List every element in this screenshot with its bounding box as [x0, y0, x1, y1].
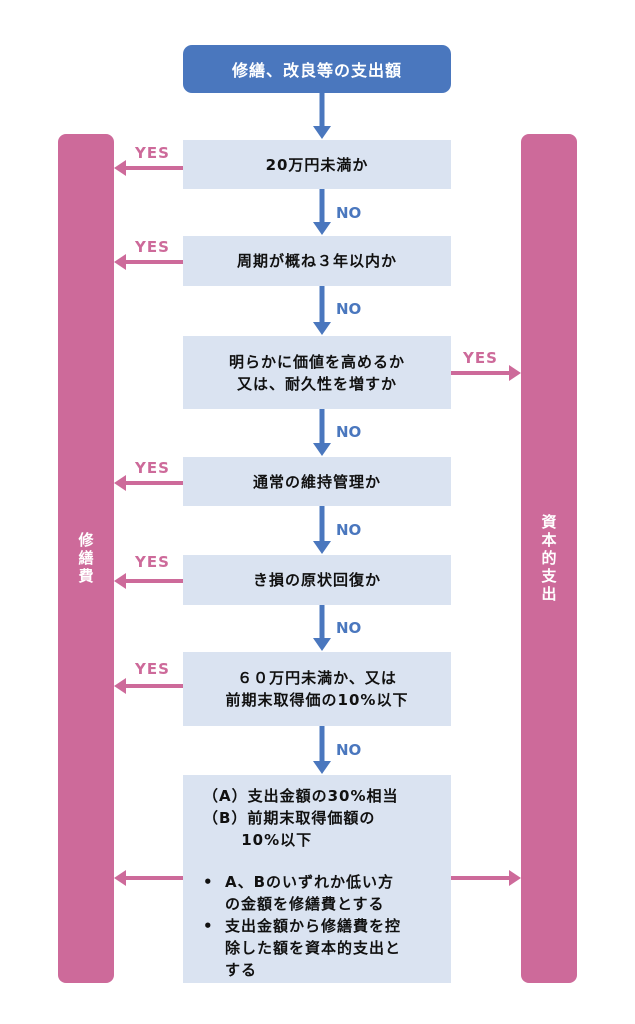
no-label: NO: [336, 204, 362, 222]
yes-label: YES: [135, 553, 170, 571]
no-label: NO: [336, 521, 362, 539]
step-text: 20万円未満か: [265, 155, 369, 174]
yes-label: YES: [463, 349, 498, 367]
capital-expenditure-label: 資本的支出: [539, 513, 558, 604]
step-2: 周期が概ね３年以内か: [183, 236, 451, 286]
yes-label: YES: [135, 144, 170, 162]
step-3: 明らかに価値を高めるか又は、耐久性を増すか: [183, 336, 451, 409]
step-5: き損の原状回復か: [183, 555, 451, 605]
step-4: 通常の維持管理か: [183, 457, 451, 506]
bullet-icon: •: [203, 917, 214, 935]
step-text: 周期が概ね３年以内か: [236, 252, 397, 270]
step-1: 20万円未満か: [183, 140, 451, 189]
step-text: 通常の維持管理か: [252, 472, 381, 491]
step-text: ６０万円未満か、又は: [237, 669, 397, 687]
condition-a: （A）支出金額の30%相当: [203, 787, 399, 805]
repair-expense-bar: 修繕費: [58, 134, 114, 983]
yes-label: YES: [135, 660, 170, 678]
final-step: （A）支出金額の30%相当 （B）前期末取得価額の 10%以下 • A、Bのいずれ…: [183, 775, 451, 983]
repair-expense-label: 修繕費: [76, 531, 95, 586]
no-label: NO: [336, 423, 362, 441]
no-label: NO: [336, 300, 362, 318]
condition-b-cont: 10%以下: [203, 831, 313, 849]
step-text: 又は、耐久性を増すか: [236, 374, 397, 393]
step-text: き損の原状回復か: [252, 571, 381, 589]
condition-b: （B）前期末取得価額の: [203, 809, 376, 827]
step-text: 明らかに価値を高めるか: [228, 352, 405, 371]
step-6: ６０万円未満か、又は前期末取得価の10%以下: [183, 652, 451, 726]
bullet-text: 支出金額から修繕費を控 除した額を資本的支出と する: [225, 917, 402, 979]
yes-label: YES: [135, 459, 170, 477]
bullet-text: A、Bのいずれか低い方 の金額を修繕費とする: [225, 873, 395, 913]
capital-expenditure-bar: 資本的支出: [521, 134, 577, 983]
no-label: NO: [336, 619, 362, 637]
yes-label: YES: [135, 238, 170, 256]
step-text: 前期末取得価の10%以下: [225, 691, 409, 709]
bullet-icon: •: [203, 873, 214, 891]
no-label: NO: [336, 741, 362, 759]
start-node: 修繕、改良等の支出額: [183, 45, 451, 93]
